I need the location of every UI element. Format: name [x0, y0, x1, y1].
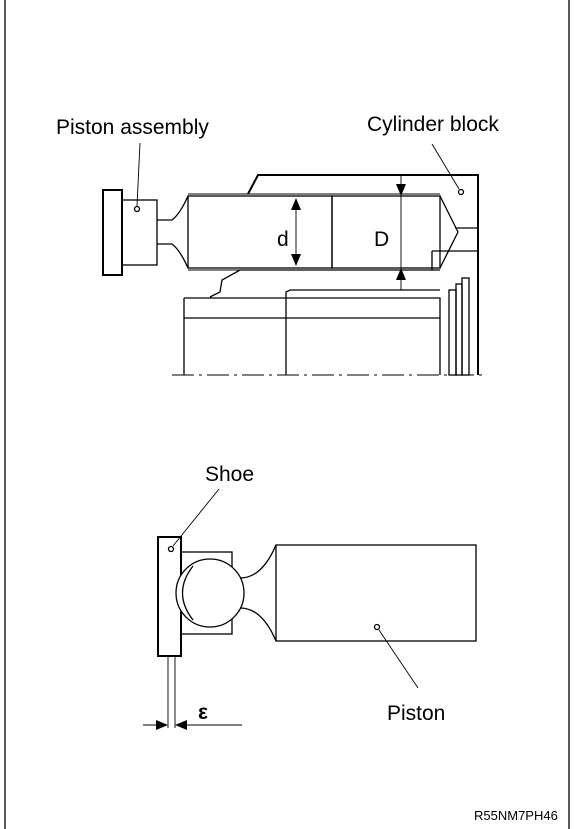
shaft-outline: [183, 297, 441, 375]
ball-crescent: [181, 565, 194, 621]
shoe-piston-detail: Piston Shoe ε: [143, 463, 477, 730]
dim-D-arrow-bottom: [396, 268, 406, 280]
shoe-holder: [121, 199, 158, 266]
piston-assembly-leader: [136, 142, 141, 207]
cylinder-block-lower: [209, 269, 440, 298]
label-D: D: [374, 228, 389, 251]
label-cylinder-block: Cylinder block: [367, 113, 499, 136]
shaft-step: [285, 289, 440, 298]
dim-d-arrow-bottom: [291, 254, 301, 266]
cylinder-bore: [331, 195, 441, 269]
piston-detail-neck: [239, 544, 277, 642]
eps-arrow-right: [175, 720, 187, 730]
eps-arrow-left: [156, 720, 168, 730]
bore-tip: [439, 195, 459, 269]
piston-dot: [373, 623, 381, 631]
label-d: d: [277, 228, 289, 251]
dim-d-arrow-top: [291, 198, 301, 210]
dim-D-arrow-top: [396, 184, 406, 196]
piston-assembly-dot: [133, 205, 141, 213]
piston-leader: [378, 629, 419, 689]
piston-detail-body: [275, 544, 477, 642]
label-shoe: Shoe: [205, 463, 254, 486]
shoe-plate: [102, 189, 123, 276]
cylinder-block-leader: [431, 143, 460, 190]
figure-code: R55NM7PH46: [474, 808, 558, 823]
plate-2: [455, 283, 463, 376]
piston-ball: [175, 558, 245, 628]
block-right-step: [431, 227, 478, 270]
cylinder-block-dot: [457, 188, 465, 196]
label-piston: Piston: [387, 702, 445, 725]
assembly-section: d D Cylinder block Piston assembly: [56, 113, 499, 376]
plate-1: [448, 289, 457, 376]
label-epsilon: ε: [198, 701, 208, 724]
piston-neck: [157, 195, 189, 269]
shoe-dot: [167, 545, 175, 553]
cylinder-block-outline: [247, 174, 479, 375]
label-piston-assembly: Piston assembly: [56, 116, 209, 139]
plate-3: [461, 277, 470, 376]
piston-body-top: [187, 195, 333, 269]
shoe-leader: [172, 488, 220, 547]
